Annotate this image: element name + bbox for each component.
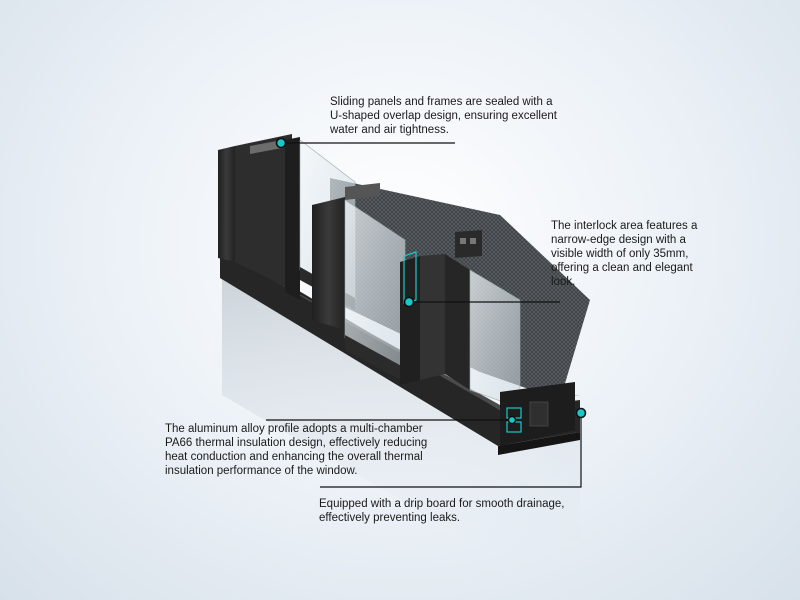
callout-interlock-text: The interlock area features a narrow-edg…	[551, 220, 698, 288]
callout-thermal-text: The aluminum alloy profile adopts a mult…	[165, 423, 428, 477]
right-sash	[445, 230, 521, 409]
callout-sealing-text: Sliding panels and frames are sealed wit…	[330, 96, 557, 136]
callout-dot-icon	[575, 407, 587, 419]
floor-reflection	[222, 272, 580, 555]
callout-dot-icon	[275, 137, 287, 149]
bottom-sill-frame	[220, 250, 580, 455]
outer-frame-left	[218, 134, 292, 290]
interlock-profile	[400, 251, 445, 385]
leader-drainage	[320, 413, 582, 488]
callout-dot-icon	[403, 296, 415, 308]
callout-leaders	[266, 142, 582, 488]
callout-markers	[275, 137, 587, 425]
middle-sash	[312, 183, 406, 382]
callout-drainage-text: Equipped with a drip board for smooth dr…	[319, 498, 565, 524]
end-profile-section	[500, 382, 575, 446]
callout-dot-icon	[507, 415, 517, 425]
